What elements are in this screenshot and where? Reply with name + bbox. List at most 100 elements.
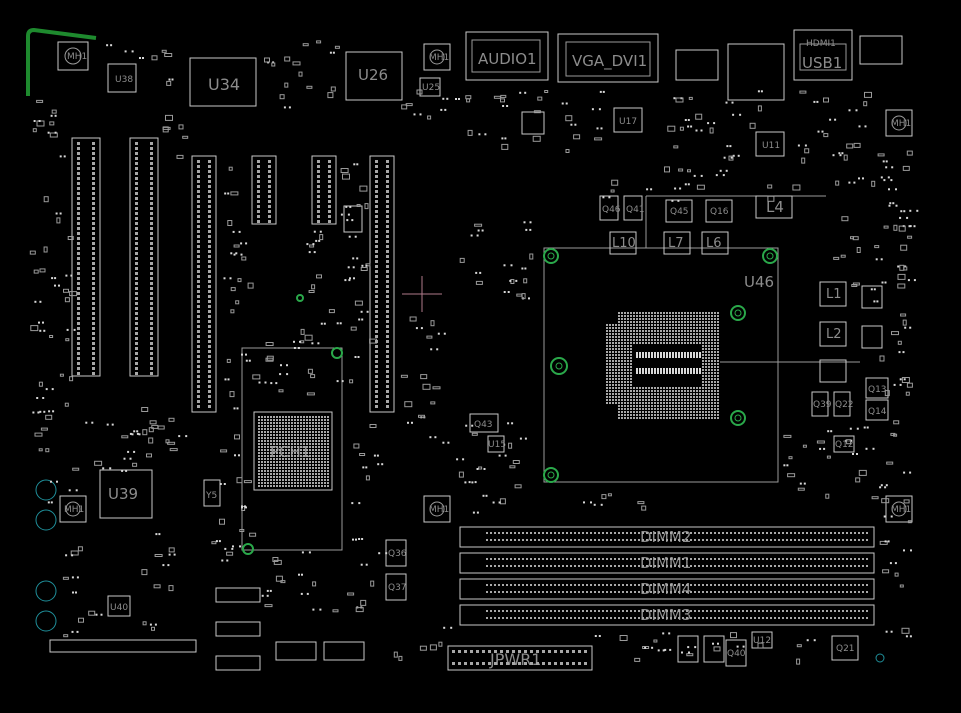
front-panel-header	[49, 639, 197, 653]
chip-u25-label: U25	[422, 83, 440, 93]
transistor-q21-label: Q21	[836, 644, 855, 654]
inductor-l4-label: L4	[766, 198, 784, 216]
chip-u40-label: U40	[110, 603, 128, 613]
chip-u15	[487, 435, 505, 453]
transistor-q37	[385, 573, 407, 601]
dimm-slot-b-label: DIMM1	[640, 554, 691, 572]
mh-label-6: MH1	[891, 505, 911, 515]
pcie-slot-2	[129, 137, 159, 377]
inductor-l1-label: L1	[826, 287, 842, 302]
transistor-q39-right-label: Q39	[813, 400, 832, 410]
mh-label-3: MH1	[891, 119, 911, 129]
inductor-l2	[819, 321, 847, 347]
transistor-q46	[599, 195, 619, 221]
pch-region	[241, 347, 343, 551]
header-bottom-3	[215, 655, 261, 671]
dimm-slot-b	[459, 552, 875, 574]
inductor-l1	[819, 281, 847, 307]
dimm-slot-a-label: DIMM2	[640, 528, 691, 546]
transistor-q36-label: Q36	[388, 549, 407, 559]
ring-left-2	[35, 509, 57, 531]
dimm-slot-a	[459, 526, 875, 548]
chip-u38	[107, 63, 137, 93]
mount-footprint-4	[59, 495, 87, 523]
chip-u40	[107, 595, 131, 617]
pch-hole-2	[242, 543, 254, 555]
ring-left-1	[35, 479, 57, 501]
transistor-q40	[725, 639, 747, 667]
ring-left-4	[35, 610, 57, 632]
slot-pins	[77, 142, 868, 665]
transistor-q22	[833, 391, 851, 417]
mount-footprint-5	[423, 495, 451, 523]
chip-u34	[189, 57, 257, 107]
transistor-q21	[831, 635, 859, 661]
header-left-2	[311, 155, 337, 225]
chip-u12-label: U12	[753, 636, 771, 646]
transistor-q46-label: Q46	[602, 205, 621, 215]
small-components	[29, 40, 919, 665]
socket-mount-holes	[543, 248, 778, 483]
pch-hole-3	[296, 294, 304, 302]
chip-u26-label: U26	[358, 66, 388, 84]
transistor-q13	[865, 377, 889, 399]
chip-u25	[419, 77, 441, 97]
crosshair-marker	[402, 276, 442, 312]
transistor-q12-label: Q12	[835, 440, 854, 450]
transistor-q12	[833, 435, 855, 453]
mount-footprint-6	[885, 495, 913, 523]
connector-lan	[727, 43, 785, 101]
transistor-bottom-2	[703, 635, 725, 663]
inductor-l10-label: L10	[612, 236, 636, 251]
transistor-right-1	[861, 285, 883, 309]
chip-u15-label: U15	[488, 440, 506, 450]
transistor-q45-label: Q45	[670, 207, 689, 217]
inductor-l2-label: L2	[826, 327, 842, 342]
transistor-bottom-1	[677, 635, 699, 663]
board-edge-highlight	[26, 27, 97, 96]
transistor-q41-label: Q41	[626, 205, 645, 215]
connector-hdmi-usb	[793, 29, 853, 81]
transistor-q39-right	[811, 391, 829, 417]
chip-u34-label: U34	[208, 75, 240, 94]
chip-u17-label: U17	[619, 117, 637, 127]
mh-label-1: MH1	[67, 52, 87, 62]
header-bottom-2	[215, 621, 261, 637]
ring-bottom-right	[875, 653, 885, 663]
pch-hole-1	[331, 347, 343, 359]
chip-u17	[613, 107, 643, 133]
transistor-q22-label: Q22	[835, 400, 854, 410]
connector-top-right	[859, 35, 903, 65]
chip-u11-label: U11	[762, 141, 780, 151]
inductor-l10	[609, 231, 637, 255]
transistor-q16	[705, 199, 733, 223]
header-left-1	[251, 155, 277, 225]
ring-left-3	[35, 580, 57, 602]
chip-u26	[345, 51, 403, 101]
inductor-l7-label: L7	[668, 236, 684, 251]
transistor-q37-label: Q37	[388, 583, 407, 593]
pcie-slot-1	[71, 137, 101, 377]
dimm-slot-d-label: DIMM3	[640, 606, 691, 624]
transistor-q16-label: Q16	[710, 207, 729, 217]
transistor-right-2	[861, 325, 883, 349]
mount-footprint-2	[423, 43, 451, 71]
connector-small-top	[675, 49, 719, 81]
top-left-mount-footprint	[57, 41, 89, 71]
chip-u39-label: U39	[108, 485, 138, 503]
header-bottom-4	[275, 641, 317, 661]
dimm-slot-c-label: DIMM4	[640, 580, 691, 598]
crystal-y5-label: Y5	[205, 491, 217, 501]
pcie-slot-3	[191, 155, 217, 413]
mount-footprint-3	[885, 109, 913, 137]
connector-audio	[465, 31, 549, 81]
mh-label-4: MH1	[64, 505, 84, 515]
pcie-slot-4	[369, 155, 395, 413]
crystal-y5	[203, 479, 221, 507]
cpu-socket-u46	[543, 195, 860, 483]
inductor-l6	[701, 231, 729, 255]
header-bottom-1	[215, 587, 261, 603]
transistor-q39	[343, 205, 363, 233]
transistor-q13-label: Q13	[868, 385, 887, 395]
